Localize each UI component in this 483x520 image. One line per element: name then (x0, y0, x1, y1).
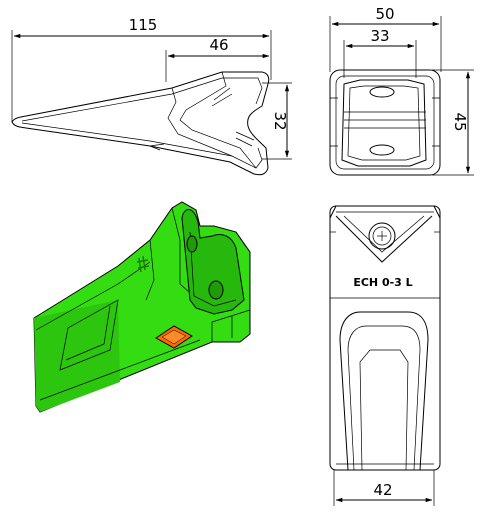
side-view: 115 46 32 (11, 16, 292, 176)
dim-top-inner-width: 33 (370, 27, 389, 45)
rear-view: ECH 0-3 L 42 (329, 205, 441, 506)
dim-top-height: 45 (451, 112, 469, 131)
dim-side-height: 32 (271, 111, 289, 130)
isometric-model (33, 201, 251, 413)
dim-shank-length: 46 (209, 36, 228, 54)
model-embossed-marking (136, 255, 150, 273)
dim-top-width: 50 (375, 5, 394, 23)
retainer-pin-hole (368, 222, 396, 250)
front-view: 50 33 45 (329, 5, 474, 176)
dim-bottom-width: 42 (373, 481, 392, 499)
dim-overall-length: 115 (129, 16, 158, 34)
part-marking: ECH 0-3 L (353, 276, 412, 289)
